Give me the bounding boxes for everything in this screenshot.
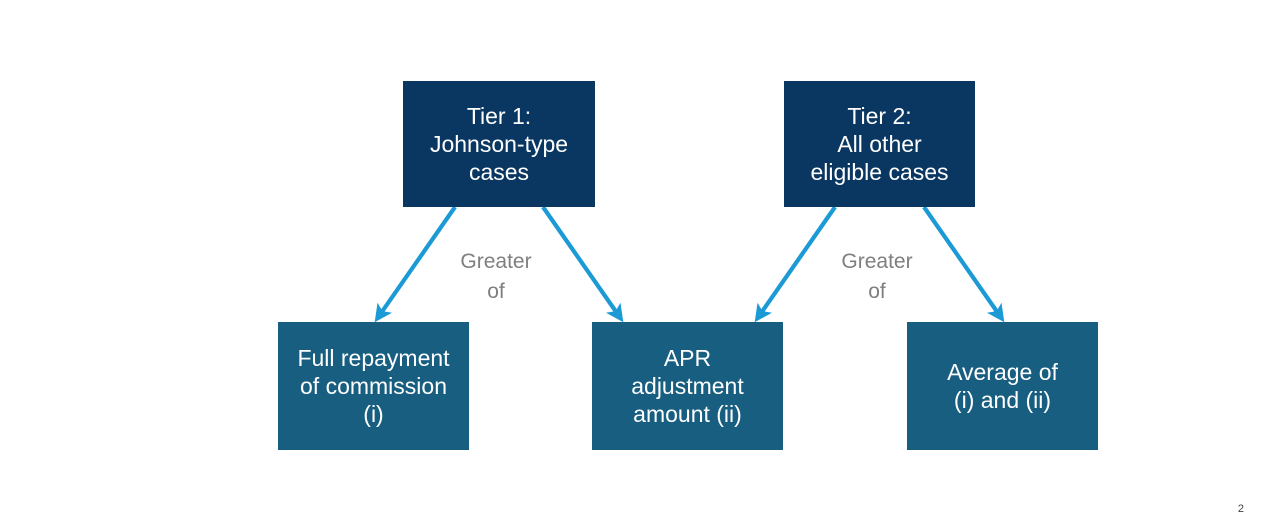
node-average-label: Average of (i) and (ii)	[947, 358, 1058, 413]
node-tier-2-label: Tier 2: All other eligible cases	[810, 102, 949, 186]
page-number: 2	[1237, 503, 1244, 515]
node-average[interactable]: Average of (i) and (ii)	[907, 322, 1098, 450]
node-full-repayment-label: Full repayment of commission (i)	[297, 344, 450, 428]
edge-label-tier-1: Greater of	[460, 250, 532, 303]
node-full-repayment[interactable]: Full repayment of commission (i)	[278, 322, 469, 450]
node-tier-1-label: Tier 1: Johnson-type cases	[429, 102, 569, 186]
node-tier-2[interactable]: Tier 2: All other eligible cases	[784, 81, 975, 207]
node-apr-adjustment-label: APR adjustment amount (ii)	[631, 344, 744, 428]
connector-tier1-to-apr	[541, 205, 624, 323]
node-apr-adjustment[interactable]: APR adjustment amount (ii)	[592, 322, 783, 450]
connector-tier2-to-average	[922, 205, 1005, 323]
node-tier-1[interactable]: Tier 1: Johnson-type cases	[403, 81, 595, 207]
edge-label-tier-2: Greater of	[841, 250, 913, 303]
